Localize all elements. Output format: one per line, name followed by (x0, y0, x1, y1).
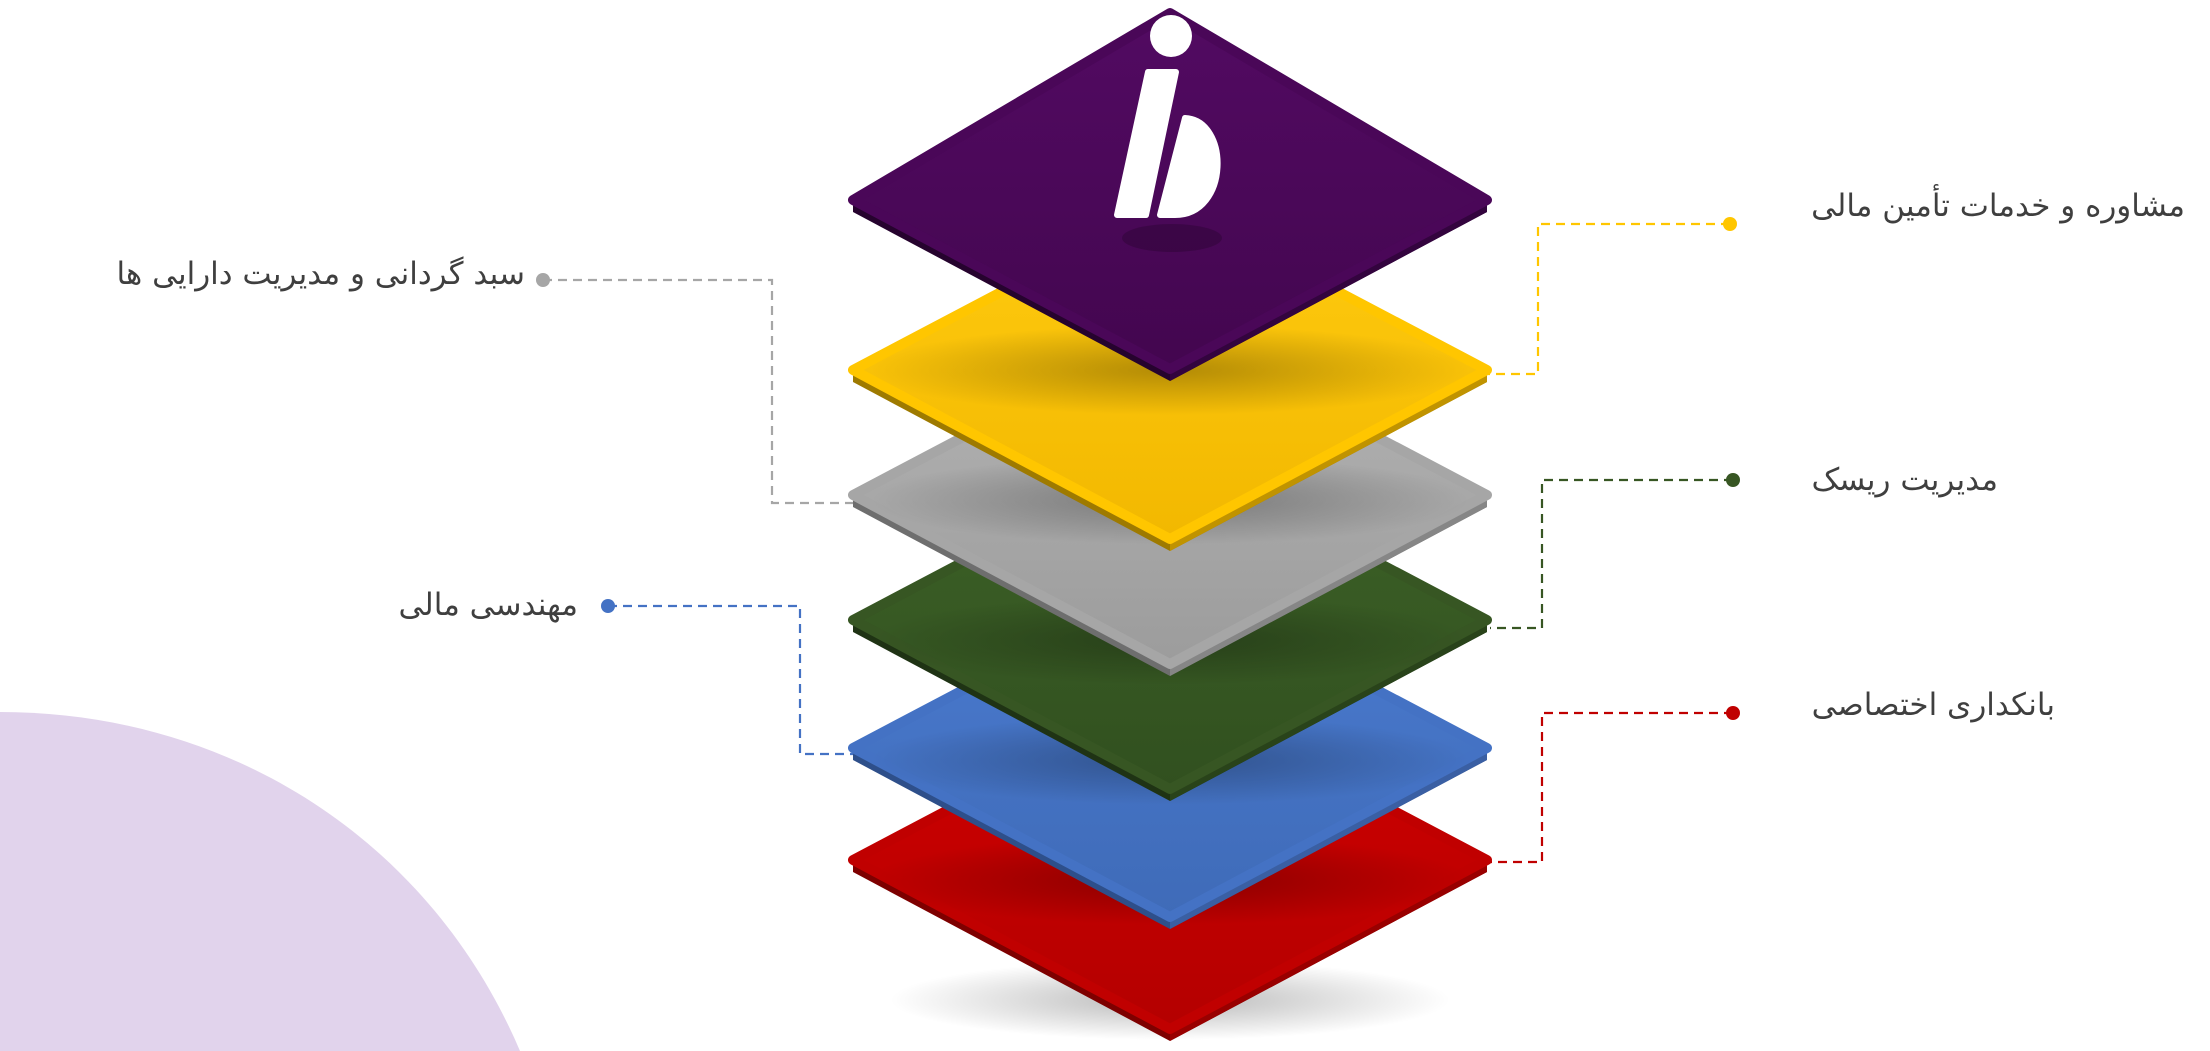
connector-dot-banking (1726, 706, 1740, 720)
label-financial-engineering: مهندسی مالی (398, 587, 578, 623)
connector-line-portfolio (543, 278, 855, 505)
label-private-banking: بانکداری اختصاصی (1811, 687, 2055, 723)
connector-line-engineering (608, 604, 855, 756)
b-letter-logo-icon (1114, 15, 1222, 252)
label-risk-management: مدیریت ریسک (1811, 462, 1998, 498)
connector-dot-finance (1723, 217, 1737, 231)
label-financing-advisory: مشاوره و خدمات تأمین مالی (1811, 188, 2185, 224)
connector-line-risk (1490, 478, 1733, 630)
connector-line-finance (1488, 222, 1730, 376)
connector-dot-portfolio (536, 273, 550, 287)
label-portfolio-management: سبد گردانی و مدیریت دارایی ها (116, 256, 525, 292)
connector-line-banking (1490, 711, 1733, 864)
background-blob (0, 712, 520, 1051)
connector-dot-risk (1726, 473, 1740, 487)
connector-dot-engineering (601, 599, 615, 613)
